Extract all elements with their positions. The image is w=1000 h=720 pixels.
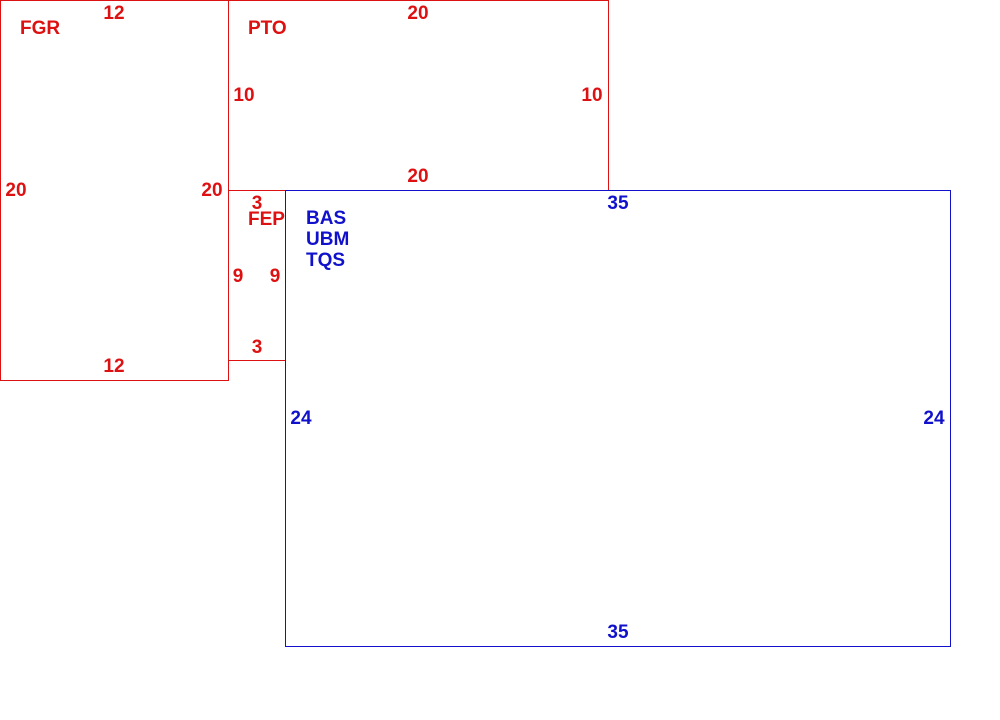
room-main-name-3: TQS: [306, 250, 346, 271]
room-main-bottom-dimension: 35: [607, 622, 629, 643]
room-fgr-left-dimension: 20: [5, 180, 27, 201]
room-pto-bottom-dimension: 20: [407, 166, 429, 187]
room-main-name-1: BAS: [306, 208, 347, 229]
room-fgr-right-dimension: 20: [201, 180, 223, 201]
room-main-name-2: UBM: [306, 229, 350, 250]
room-fgr-outline: [0, 0, 229, 381]
room-fgr-name: FGR: [20, 18, 61, 39]
room-pto-top-dimension: 20: [407, 3, 429, 24]
room-fep-name: FEP: [248, 209, 285, 230]
room-fep-right-dimension: 9: [269, 266, 281, 287]
room-fep-bottom-dimension: 3: [251, 337, 263, 358]
room-fep-left-dimension: 9: [232, 266, 244, 287]
room-main-top-dimension: 35: [607, 193, 629, 214]
room-main-outline: [285, 190, 951, 647]
room-pto-right-dimension: 10: [581, 85, 603, 106]
room-pto-name: PTO: [248, 18, 287, 39]
room-pto-left-dimension: 10: [233, 85, 255, 106]
room-main-right-dimension: 24: [923, 408, 945, 429]
room-main-left-dimension: 24: [290, 408, 312, 429]
room-fgr-bottom-dimension: 12: [103, 356, 125, 377]
room-fep-top-dimension: 3: [251, 193, 263, 214]
room-fgr-top-dimension: 12: [103, 3, 125, 24]
